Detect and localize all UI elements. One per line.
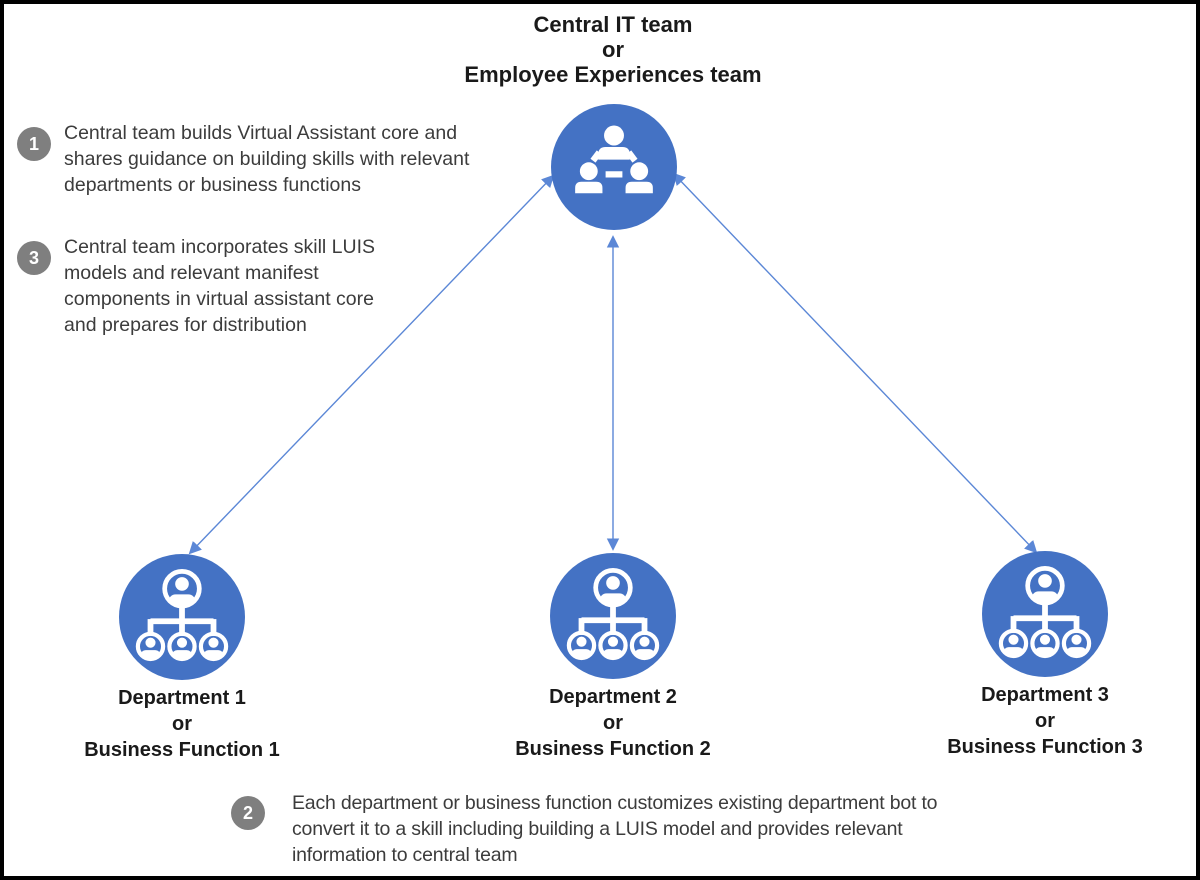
department-2-label: Department 2 or Business Function 2 xyxy=(463,684,763,762)
step1-line: Central team builds Virtual Assistant co… xyxy=(64,122,458,144)
dept3-line-3: Business Function 3 xyxy=(947,736,1143,758)
department-1-label: Department 1 or Business Function 1 xyxy=(32,685,332,763)
dept2-line-3: Business Function 2 xyxy=(515,738,711,760)
dept3-line-1: Department 3 xyxy=(981,684,1109,706)
dept1-line-1: Department 1 xyxy=(118,687,246,709)
department-3-node xyxy=(982,551,1108,677)
department-2-node xyxy=(550,553,676,679)
step3-line: and prepares for distribution xyxy=(64,314,307,336)
title-line-1: Central IT team xyxy=(533,12,693,37)
dept2-line-1: Department 2 xyxy=(549,686,677,708)
step1-line: shares guidance on building skills with … xyxy=(64,148,470,170)
title-line-3: Employee Experiences team xyxy=(464,62,762,87)
org-chart-icon xyxy=(982,551,1108,677)
step3-line: components in virtual assistant core xyxy=(64,288,374,310)
step-3-badge: 3 xyxy=(17,241,51,275)
step2-line: convert it to a skill including building… xyxy=(292,818,903,840)
step-3-text: Central team incorporates skill LUIS mod… xyxy=(64,234,544,338)
dept2-line-2: or xyxy=(603,712,623,734)
arrow-central-to-dept3 xyxy=(672,172,1038,554)
step2-line: Each department or business function cus… xyxy=(292,792,938,814)
central-team-node xyxy=(551,104,677,230)
step-1-badge: 1 xyxy=(17,127,51,161)
step2-line: information to central team xyxy=(292,844,518,866)
step3-line: Central team incorporates skill LUIS xyxy=(64,236,376,258)
step-2-text: Each department or business function cus… xyxy=(292,790,962,868)
department-1-node xyxy=(119,554,245,680)
org-chart-icon xyxy=(119,554,245,680)
dept3-line-2: or xyxy=(1035,710,1055,732)
arrow-central-to-dept1 xyxy=(188,174,555,555)
team-network-icon xyxy=(551,104,677,230)
step-1-text: Central team builds Virtual Assistant co… xyxy=(64,120,544,198)
title-line-2: or xyxy=(602,37,624,62)
org-chart-icon xyxy=(550,553,676,679)
dept1-line-2: or xyxy=(172,713,192,735)
step-2-badge: 2 xyxy=(231,796,265,830)
step1-line: departments or business functions xyxy=(64,174,361,196)
department-3-label: Department 3 or Business Function 3 xyxy=(895,682,1195,760)
central-team-title: Central IT team or Employee Experiences … xyxy=(412,12,814,87)
step3-line: models and relevant manifest xyxy=(64,262,319,284)
dept1-line-3: Business Function 1 xyxy=(84,739,280,761)
